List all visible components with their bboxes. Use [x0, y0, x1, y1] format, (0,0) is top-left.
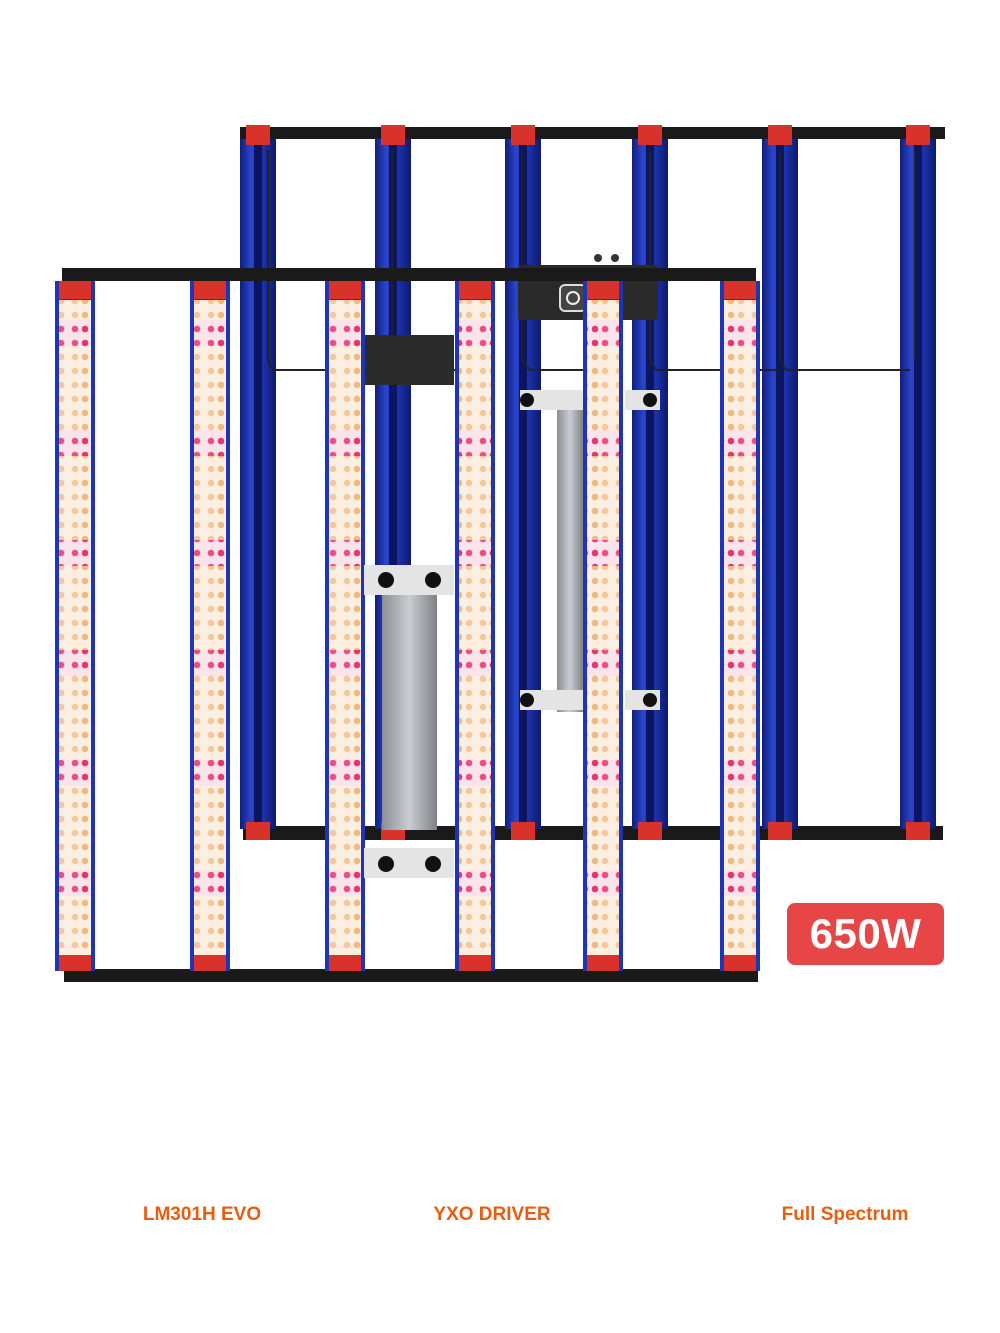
front-light-bar [190, 281, 230, 971]
front-light-bar [325, 281, 365, 971]
led-chip-label: LM301H EVO [142, 1204, 262, 1225]
front-light-bar [583, 281, 623, 971]
back-light-bar [900, 125, 936, 840]
front-light-bar [455, 281, 495, 971]
front-light-bar [720, 281, 760, 971]
back-light-bar [240, 125, 276, 840]
spectrum-label: Full Spectrum [781, 1204, 909, 1225]
back-fixture [240, 125, 945, 840]
wattage-badge: 650W [787, 903, 944, 965]
front-fixture [55, 268, 760, 982]
grow-light-product-image [55, 125, 945, 982]
front-light-bar [55, 281, 95, 971]
driver-label: YXO DRIVER [433, 1204, 551, 1225]
